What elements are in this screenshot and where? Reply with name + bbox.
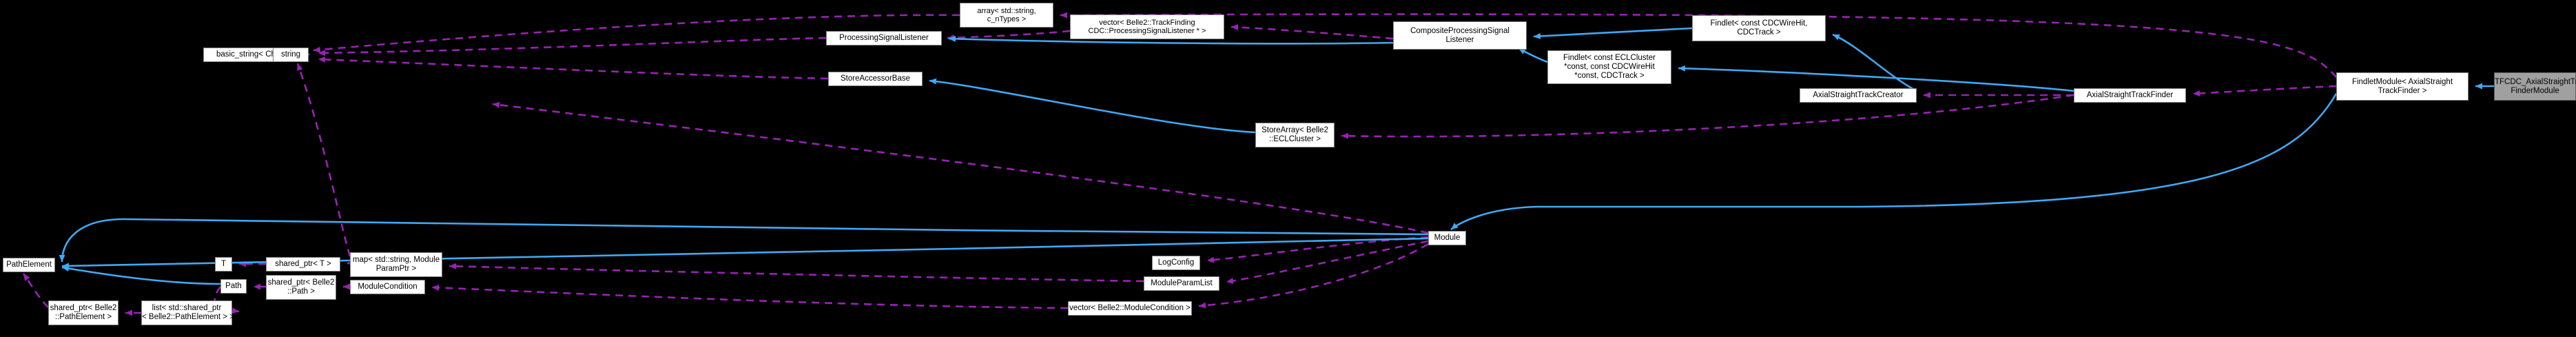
node-axial_straight_track_creator[interactable]: AxialStraightTrackCreator — [1800, 88, 1917, 103]
node-string[interactable]: string — [273, 48, 309, 62]
node-label-shared_ptr_pathelement: shared_ptr< Belle2 ::PathElement > — [50, 304, 117, 321]
node-label-findletmodule_astf: FindletModule< AxialStraight TrackFinder… — [2351, 77, 2453, 95]
inheritance-edges — [59, 27, 2494, 285]
node-label-vector_module_condition: vector< Belle2::ModuleCondition > — [1069, 304, 1191, 313]
node-store_accessor_base[interactable]: StoreAccessorBase — [828, 72, 923, 86]
node-label-module_condition: ModuleCondition — [358, 283, 418, 292]
node-label-path_element: PathElement — [6, 261, 52, 269]
node-processing_signal_listener[interactable]: ProcessingSignalListener — [826, 31, 942, 45]
node-T[interactable]: T — [215, 257, 232, 272]
node-label-composite_psl: CompositeProcessingSignal Listener — [1410, 26, 1509, 44]
node-label-shared_ptr_T: shared_ptr< T > — [275, 260, 331, 269]
node-shared_ptr_pathelement[interactable]: shared_ptr< Belle2 ::PathElement > — [48, 300, 119, 325]
node-label-shared_ptr_path: shared_ptr< Belle2 ::Path > — [267, 278, 335, 296]
node-label-array_string_nTypes: array< std::string, c_nTypes > — [977, 6, 1036, 23]
node-module[interactable]: Module — [1428, 231, 1466, 245]
node-storearray_eclcluster[interactable]: StoreArray< Belle2 ::ECLCluster > — [1255, 123, 1335, 147]
node-label-vector_psl_ptr: vector< Belle2::TrackFinding CDC::Proces… — [1088, 18, 1206, 35]
node-list_shared_ptr_pathelement[interactable]: list< std::shared_ptr < Belle2::PathElem… — [141, 300, 234, 325]
node-findlet_wirehit_track[interactable]: Findlet< const CDCWireHit, CDCTrack > — [1692, 15, 1826, 41]
node-label-store_accessor_base: StoreAccessorBase — [841, 74, 910, 83]
node-label-axial_straight_track_creator: AxialStraightTrackCreator — [1813, 91, 1904, 100]
node-tfcdc_astf_module[interactable]: TFCDC_AxialStraightTrack FinderModule — [2494, 72, 2576, 101]
node-label-module: Module — [1434, 234, 1461, 243]
node-label-path: Path — [225, 282, 242, 291]
node-composite_psl[interactable]: CompositeProcessingSignal Listener — [1393, 21, 1527, 50]
node-label-list_shared_ptr_pathelement: list< std::shared_ptr < Belle2::PathElem… — [142, 304, 234, 321]
node-map_string_moduleparamptr[interactable]: map< std::string, Module ParamPtr > — [350, 252, 442, 277]
node-label-map_string_moduleparamptr: map< std::string, Module ParamPtr > — [352, 256, 440, 273]
node-path_element[interactable]: PathElement — [3, 258, 55, 272]
node-label-processing_signal_listener: ProcessingSignalListener — [839, 34, 929, 43]
node-label-module_param_list: ModuleParamList — [1151, 279, 1213, 288]
node-shared_ptr_T[interactable]: shared_ptr< T > — [266, 257, 340, 272]
node-label-findlet_ecl_wirehit_track: Findlet< const ECLCluster *const, const … — [1563, 54, 1656, 80]
node-label-findlet_wirehit_track: Findlet< const CDCWireHit, CDCTrack > — [1710, 19, 1808, 37]
node-module_condition[interactable]: ModuleCondition — [350, 280, 425, 294]
node-shared_ptr_path[interactable]: shared_ptr< Belle2 ::Path > — [266, 275, 336, 300]
node-label-axial_straight_track_finder: AxialStraightTrackFinder — [2086, 91, 2174, 100]
node-label-T: T — [220, 260, 227, 269]
node-label-string: string — [280, 50, 301, 59]
node-label-log_config: LogConfig — [1157, 258, 1195, 267]
node-log_config[interactable]: LogConfig — [1152, 256, 1200, 270]
node-module_param_list[interactable]: ModuleParamList — [1144, 276, 1219, 291]
node-axial_straight_track_finder[interactable]: AxialStraightTrackFinder — [2074, 88, 2186, 103]
node-vector_psl_ptr[interactable]: vector< Belle2::TrackFinding CDC::Proces… — [1070, 14, 1224, 39]
node-vector_module_condition[interactable]: vector< Belle2::ModuleCondition > — [1068, 301, 1192, 316]
node-label-storearray_eclcluster: StoreArray< Belle2 ::ECLCluster > — [1261, 126, 1328, 143]
node-path[interactable]: Path — [220, 279, 247, 294]
node-findletmodule_astf[interactable]: FindletModule< AxialStraight TrackFinder… — [2336, 72, 2469, 101]
node-array_string_nTypes[interactable]: array< std::string, c_nTypes > — [960, 3, 1053, 28]
node-findlet_ecl_wirehit_track[interactable]: Findlet< const ECLCluster *const, const … — [1547, 50, 1671, 84]
node-label-tfcdc_astf_module: TFCDC_AxialStraightTrack FinderModule — [2495, 77, 2576, 95]
